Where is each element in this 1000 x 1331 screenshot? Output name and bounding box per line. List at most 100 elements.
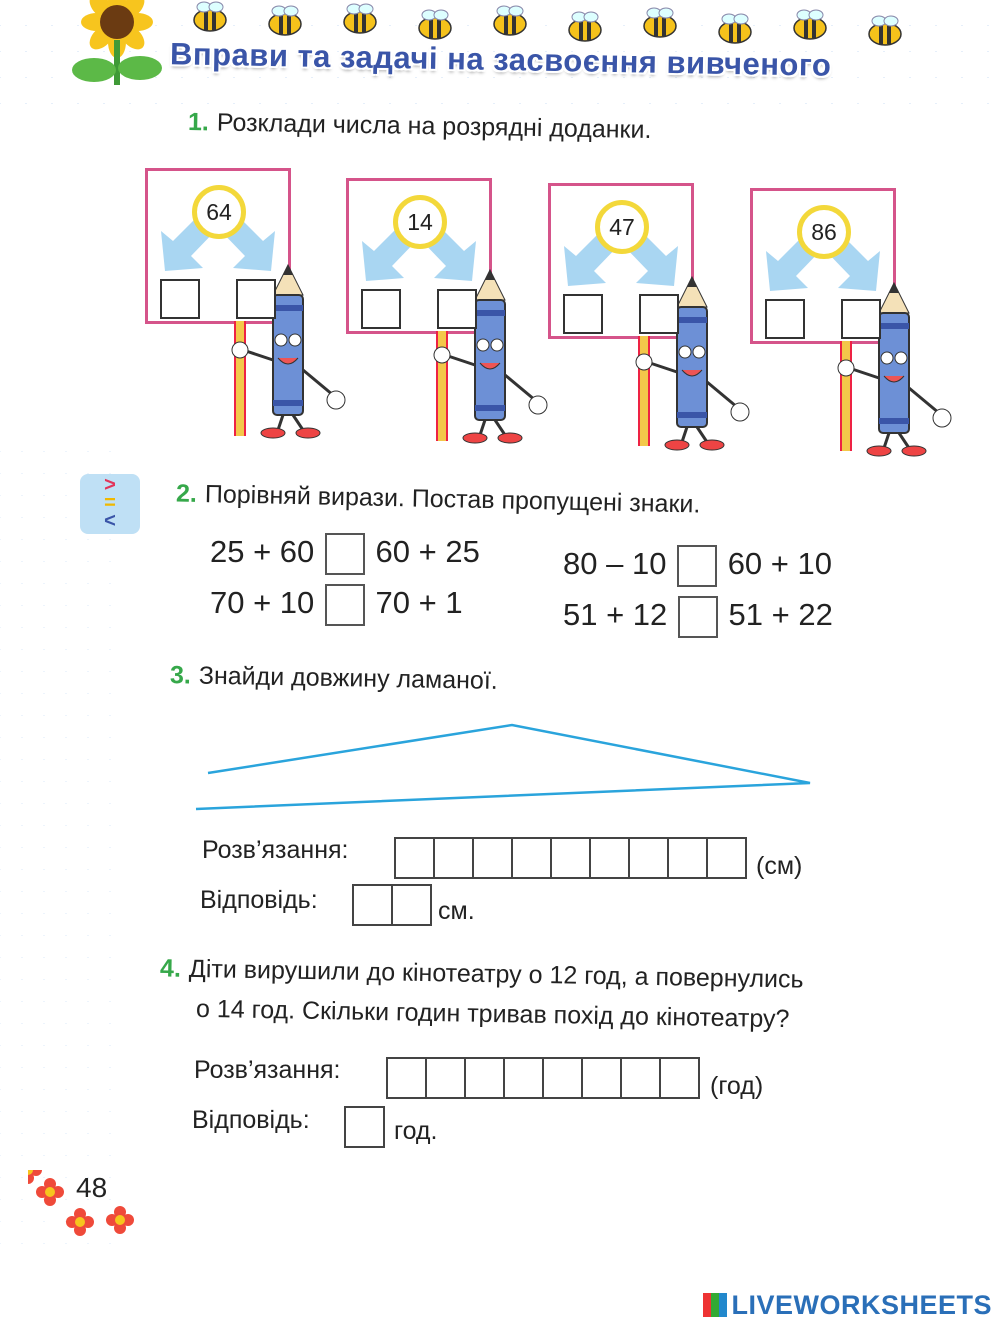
tens-answer-box[interactable] [361, 289, 401, 329]
ones-answer-box[interactable] [841, 299, 881, 339]
answer-unit: год. [394, 1117, 438, 1145]
task3-number: 3. [169, 661, 192, 690]
logo-text: LIVEWORKSHEETS [731, 1290, 992, 1320]
task4-heading: 4.Діти вирушили до кінотеатру о 12 год, … [160, 954, 804, 994]
task2-heading: 2.Порівняй вирази. Постав пропущені знак… [176, 480, 701, 520]
expression-left: 25 + 60 [210, 534, 315, 570]
footer [0, 1260, 1000, 1331]
task2-number: 2. [175, 479, 198, 508]
equal-sign: = [104, 492, 116, 514]
split-arrows-icon [161, 206, 275, 271]
task1-heading: 1.Розклади числа на розрядні доданки. [188, 108, 652, 145]
pencil-character-icon [231, 263, 346, 439]
expression-right: 60 + 10 [727, 546, 832, 582]
answer-cell[interactable] [352, 884, 393, 926]
solution-cell[interactable] [706, 837, 747, 879]
solution-cell[interactable] [542, 1057, 583, 1099]
expression-right: 60 + 25 [375, 534, 480, 570]
logo-mark-icon [703, 1293, 728, 1317]
solution-input-grid [386, 1057, 700, 1099]
worksheet-page: Вправи та задачі на засвоєння вивченого … [0, 0, 1000, 1260]
answer-label: Відповідь: [192, 1106, 310, 1134]
broken-line-figure [195, 723, 811, 811]
split-arrows-icon [362, 216, 476, 281]
expression-right: 70 + 1 [375, 585, 463, 621]
sign-answer-box[interactable] [324, 584, 365, 626]
expression-left: 80 – 10 [563, 546, 667, 582]
bees-decoration [193, 1, 902, 46]
ones-answer-box[interactable] [437, 289, 477, 329]
answer-input-grid [352, 884, 432, 926]
number-circle: 14 [393, 195, 447, 249]
task3-heading: 3.Знайди довжину ламаної. [170, 661, 498, 696]
task1-number: 1. [187, 107, 210, 137]
number-sign-1: 64 [145, 168, 291, 324]
number-sign-3: 47 [548, 183, 694, 339]
less-sign: < [104, 510, 116, 532]
task4-number: 4. [159, 954, 182, 983]
pencil-character-icon [635, 275, 750, 451]
liveworksheets-logo: LIVEWORKSHEETS [703, 1290, 992, 1321]
solution-cell[interactable] [659, 1057, 700, 1099]
expression-left: 70 + 10 [210, 585, 315, 621]
solution-unit: (см) [756, 852, 803, 880]
expression-left: 51 + 12 [563, 597, 668, 633]
tens-answer-box[interactable] [765, 299, 805, 339]
answer-cell[interactable] [391, 884, 432, 926]
solution-label: Розв’язання: [202, 836, 349, 864]
comparison-row: 70 + 10 70 + 1 [210, 584, 463, 626]
solution-cell[interactable] [386, 1057, 427, 1099]
split-arrows-icon [766, 226, 880, 291]
solution-cell[interactable] [550, 837, 591, 879]
solution-cell[interactable] [503, 1057, 544, 1099]
number-circle: 86 [797, 205, 851, 259]
ones-answer-box[interactable] [236, 279, 276, 319]
solution-cell[interactable] [472, 837, 513, 879]
ones-answer-box[interactable] [639, 294, 679, 334]
solution-cell[interactable] [589, 837, 630, 879]
comparison-row: 25 + 60 60 + 25 [210, 533, 480, 575]
task4-text-line2: о 14 год. Скільки годин тривав похід до … [195, 994, 790, 1034]
tens-answer-box[interactable] [160, 279, 200, 319]
solution-cell[interactable] [425, 1057, 466, 1099]
sign-answer-box[interactable] [677, 545, 718, 587]
sign-answer-box[interactable] [677, 596, 718, 638]
number-circle: 47 [595, 200, 649, 254]
task4-text-line1: Діти вирушили до кінотеатру о 12 год, а … [188, 954, 804, 994]
expression-right: 51 + 22 [728, 597, 833, 633]
tens-answer-box[interactable] [563, 294, 603, 334]
solution-cell[interactable] [511, 837, 552, 879]
solution-cell[interactable] [628, 837, 669, 879]
greater-sign: > [104, 474, 116, 496]
number-sign-4: 86 [750, 188, 896, 344]
solution-cell[interactable] [581, 1057, 622, 1099]
sign-answer-box[interactable] [324, 533, 365, 575]
sunflower-icon [72, 0, 162, 85]
task1-text: Розклади числа на розрядні доданки. [216, 108, 652, 145]
solution-cell[interactable] [394, 837, 435, 879]
comparison-row: 80 – 10 60 + 10 [563, 545, 832, 587]
split-arrows-icon [564, 221, 678, 286]
solution-cell[interactable] [464, 1057, 505, 1099]
number-sign-2: 14 [346, 178, 492, 334]
left-grid-pattern [0, 430, 120, 1260]
solution-label: Розв’язання: [194, 1056, 341, 1084]
comparison-row: 51 + 12 51 + 22 [563, 596, 833, 638]
answer-label: Відповідь: [200, 886, 318, 914]
flowers-decoration [28, 1170, 134, 1236]
answer-unit: см. [438, 897, 475, 925]
answer-cell[interactable] [344, 1106, 385, 1148]
pencil-character-icon [433, 268, 548, 444]
task3-text: Знайди довжину ламаної. [198, 661, 498, 695]
solution-cell[interactable] [620, 1057, 661, 1099]
page-number: 48 [76, 1172, 108, 1203]
number-circle: 64 [192, 185, 246, 239]
solution-cell[interactable] [667, 837, 708, 879]
solution-cell[interactable] [433, 837, 474, 879]
solution-input-grid [394, 837, 747, 879]
solution-unit: (год) [710, 1072, 764, 1100]
compare-signs-icon: > = < [80, 474, 140, 534]
pencil-character-icon [837, 281, 952, 457]
task2-text: Порівняй вирази. Постав пропущені знаки. [204, 480, 701, 519]
answer-input-grid [344, 1106, 385, 1148]
